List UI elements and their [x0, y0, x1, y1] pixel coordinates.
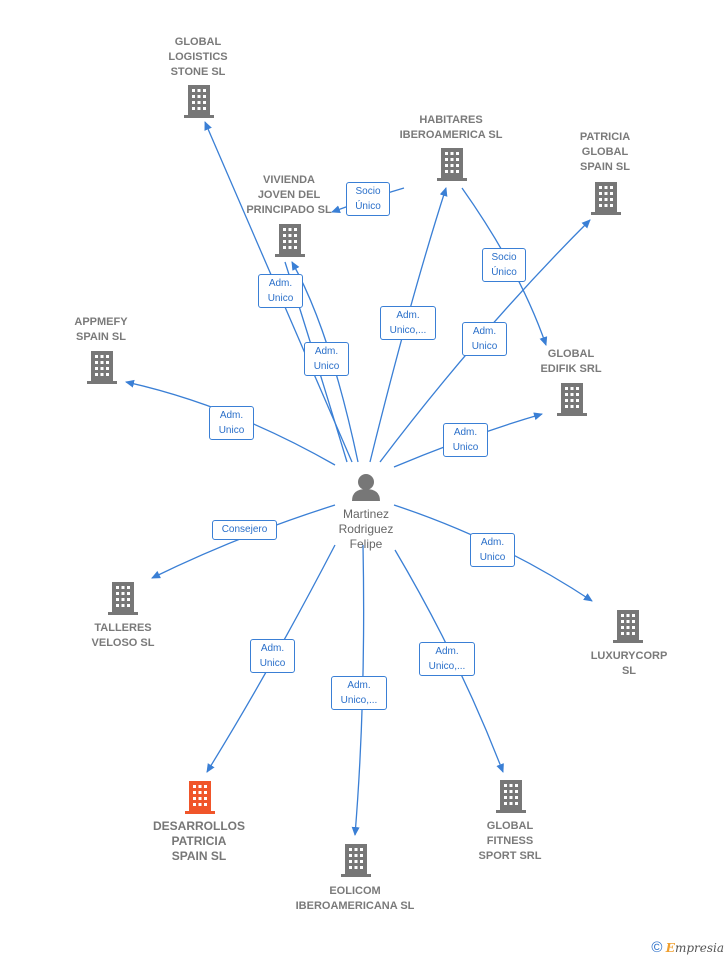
relation-label-habitares-edifik: Socio Único	[482, 248, 526, 282]
relation-label-patricia: Adm. Unico	[462, 322, 507, 356]
relation-label-appmefy: Adm. Unico	[209, 406, 254, 440]
relation-label-global-logistics: Adm. Unico	[258, 274, 303, 308]
building-icon[interactable]	[496, 780, 526, 813]
company-label-talleres[interactable]: TALLERES VELOSO SL	[91, 622, 155, 649]
person-icon[interactable]	[352, 474, 380, 501]
relation-label-talleres: Consejero	[212, 520, 277, 540]
relation-label-luxurycorp: Adm. Unico	[470, 533, 515, 567]
building-icon[interactable]	[591, 182, 621, 215]
relation-label-vivienda: Adm. Unico	[304, 342, 349, 376]
brand-initial: E	[665, 941, 675, 955]
building-icon[interactable]	[341, 844, 371, 877]
building-icon[interactable]	[437, 148, 467, 181]
brand-name: mpresia	[674, 941, 724, 955]
company-label-appmefy[interactable]: APPMEFY SPAIN SL	[74, 316, 128, 343]
building-icon[interactable]	[108, 582, 138, 615]
relation-label-eolicom: Adm. Unico,...	[331, 676, 387, 710]
company-label-eolicom[interactable]: EOLICOM IBEROAMERICANA SL	[295, 885, 415, 912]
relation-label-fitness: Adm. Unico,...	[419, 642, 475, 676]
company-label-vivienda[interactable]: VIVIENDA JOVEN DEL PRINCIPADO SL	[246, 174, 332, 216]
company-label-luxurycorp[interactable]: LUXURYCORP SL	[590, 650, 668, 677]
building-icon[interactable]	[185, 781, 215, 814]
footer-credit: © Empresia	[651, 939, 724, 956]
building-icon[interactable]	[275, 224, 305, 257]
company-label-global-fitness[interactable]: GLOBAL FITNESS SPORT SRL	[478, 820, 542, 862]
building-icon[interactable]	[557, 383, 587, 416]
brand-logo[interactable]: Empresia	[666, 941, 724, 955]
person-name-label[interactable]: Martinez Rodriguez Felipe	[338, 507, 394, 551]
building-icon[interactable]	[87, 351, 117, 384]
building-icon[interactable]	[184, 85, 214, 118]
copyright-symbol: ©	[651, 939, 663, 956]
relation-label-habitares: Adm. Unico,...	[380, 306, 436, 340]
relation-label-edifik: Adm. Unico	[443, 423, 488, 457]
building-icon[interactable]	[613, 610, 643, 643]
company-label-habitares[interactable]: HABITARES IBEROAMERICA SL	[399, 114, 503, 141]
edge-talleres	[151, 504, 336, 579]
relation-label-habitares-vivienda: Socio Único	[346, 182, 390, 216]
company-label-patricia-global[interactable]: PATRICIA GLOBAL SPAIN SL	[579, 131, 631, 173]
relation-label-desarrollos: Adm. Unico	[250, 639, 295, 673]
company-label-global-edifik[interactable]: GLOBAL EDIFIK SRL	[540, 348, 602, 375]
company-label-global-logistics[interactable]: GLOBAL LOGISTICS STONE SL	[168, 36, 228, 78]
company-label-desarrollos[interactable]: DESARROLLOS PATRICIA SPAIN SL	[152, 819, 245, 863]
